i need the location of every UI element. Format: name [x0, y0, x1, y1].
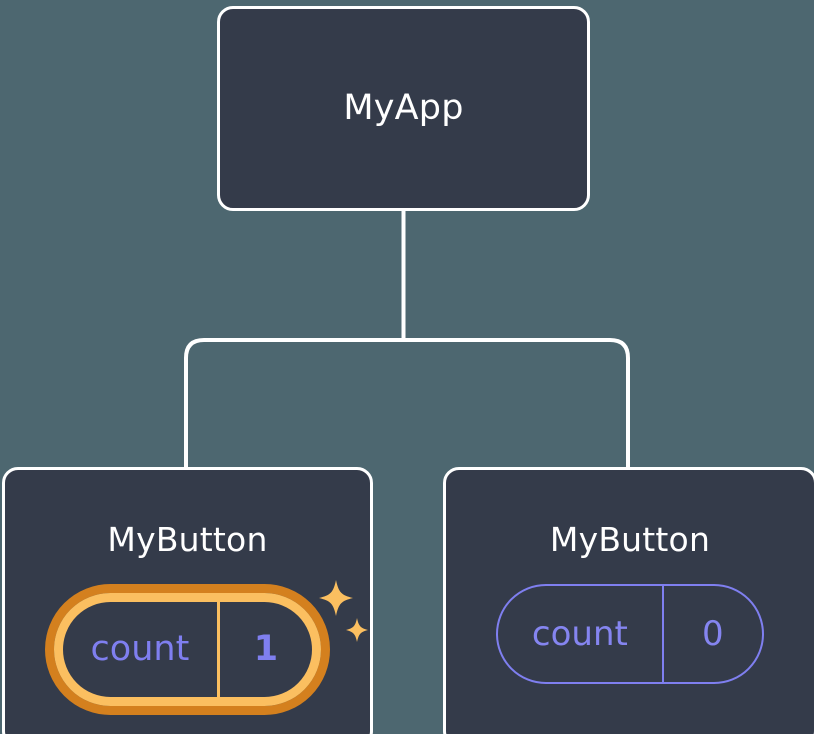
state-pill[interactable]: count 0: [496, 584, 764, 684]
node-title: MyButton: [549, 520, 711, 559]
connector-bus-right: [403, 338, 630, 467]
state-divider: [216, 602, 220, 697]
connector-bus-left: [184, 338, 404, 467]
state-key: count: [90, 629, 190, 669]
sparkle-small-icon: [346, 618, 368, 642]
state-pill-wrapper: count 0: [496, 584, 764, 684]
state-divider: [661, 586, 664, 682]
node-mybutton-highlighted[interactable]: MyButton count 1: [2, 467, 373, 734]
state-pill-wrapper: count 1: [45, 580, 368, 715]
node-title: MyButton: [107, 520, 268, 559]
node-mybutton-plain[interactable]: MyButton count 0: [443, 467, 814, 734]
state-value: 1: [253, 629, 279, 669]
state-pill-inner-ring: count 1: [54, 593, 321, 706]
state-pill-highlighted[interactable]: count 1: [45, 584, 330, 715]
node-title: MyApp: [343, 88, 464, 128]
sparkle-large-icon: [319, 580, 353, 616]
state-value: 0: [702, 614, 724, 654]
node-myapp[interactable]: MyApp: [217, 6, 590, 211]
state-key: count: [531, 614, 628, 654]
